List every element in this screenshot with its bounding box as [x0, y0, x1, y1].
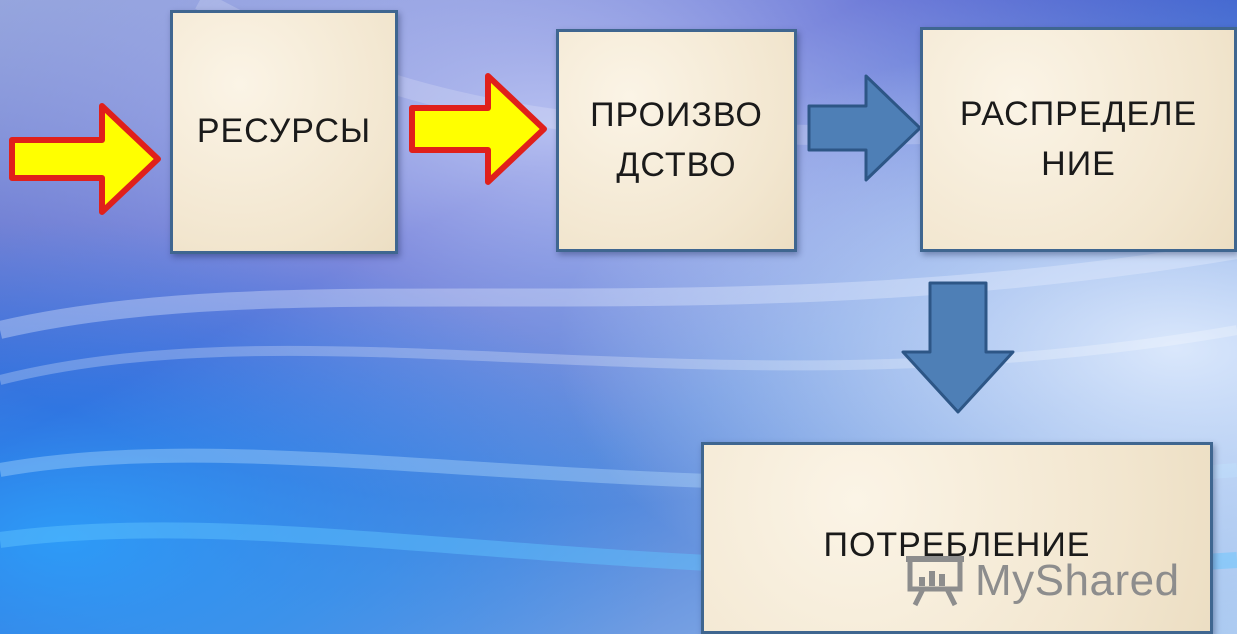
node-consumption: ПОТРЕБЛЕНИЕ: [701, 442, 1213, 634]
node-resources-label: РЕСУРСЫ: [196, 112, 372, 151]
watermark-text: MyShared: [975, 556, 1180, 605]
distribution-to-consumption-arrow: [901, 281, 1015, 414]
entry-arrow: [9, 103, 161, 215]
node-distribution: РАСПРЕДЕЛЕ НИЕ: [920, 27, 1237, 252]
node-production-label: ПРОИЗВО ДСТВО: [590, 96, 763, 184]
node-distribution-label: РАСПРЕДЕЛЕ НИЕ: [959, 95, 1198, 183]
node-resources: РЕСУРСЫ: [170, 10, 398, 254]
presentation-board-icon: [906, 556, 964, 607]
node-production: ПРОИЗВО ДСТВО: [556, 29, 797, 252]
resources-to-production-arrow: [409, 73, 547, 185]
watermark: MyShared: [905, 555, 1180, 607]
production-to-distribution-arrow: [807, 74, 922, 182]
